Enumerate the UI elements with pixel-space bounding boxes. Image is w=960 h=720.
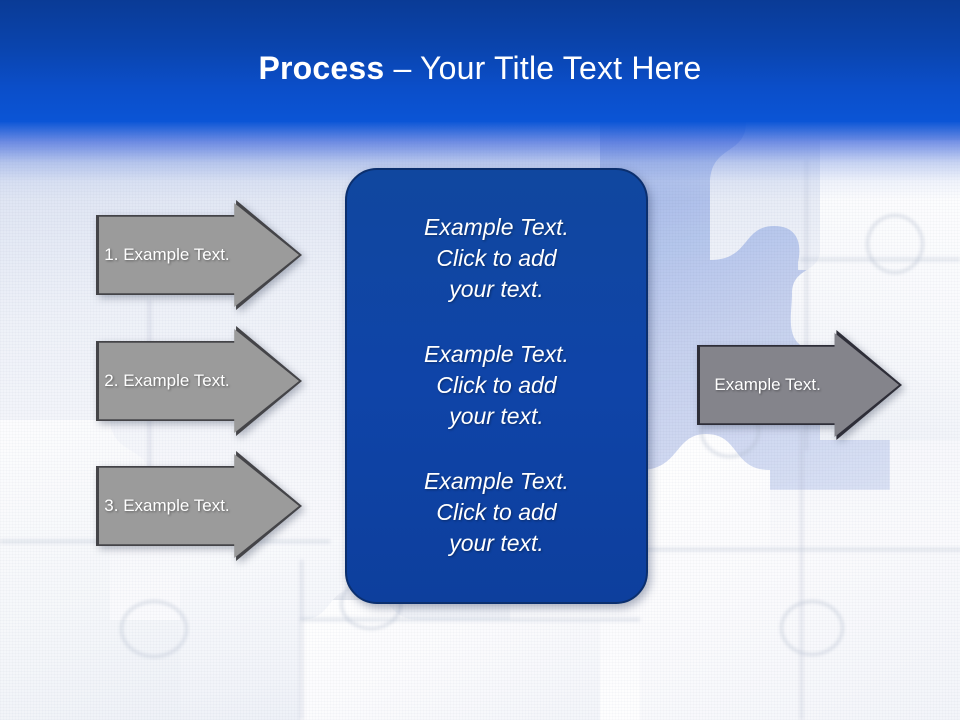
puzzle-seam-4 bbox=[300, 618, 640, 621]
input-arrow-2-label: 2. Example Text. bbox=[104, 371, 230, 390]
puzzle-seam-3 bbox=[300, 560, 303, 720]
input-arrow-2[interactable]: 2. Example Text. bbox=[96, 326, 302, 436]
input-arrow-3-label: 3. Example Text. bbox=[104, 496, 230, 515]
puzzle-knob-5 bbox=[780, 600, 844, 656]
puzzle-seam-8 bbox=[640, 548, 960, 551]
puzzle-seam-5 bbox=[805, 160, 808, 450]
center-box-paragraph-1: Example Text. Click to add your text. bbox=[424, 213, 569, 302]
puzzle-seam-7 bbox=[800, 430, 803, 720]
output-arrow[interactable]: Example Text. bbox=[697, 330, 902, 440]
puzzle-knob-4 bbox=[866, 214, 924, 274]
header-band bbox=[0, 0, 960, 122]
process-center-box[interactable]: Example Text. Click to add your text. Ex… bbox=[345, 168, 648, 604]
page-title-rest: – Your Title Text Here bbox=[384, 50, 702, 86]
center-box-paragraph-2: Example Text. Click to add your text. bbox=[424, 340, 569, 429]
input-arrow-1[interactable]: 1. Example Text. bbox=[96, 200, 302, 310]
center-box-paragraph-3: Example Text. Click to add your text. bbox=[424, 467, 569, 556]
output-arrow-label: Example Text. bbox=[714, 375, 821, 394]
input-arrow-3[interactable]: 3. Example Text. bbox=[96, 451, 302, 561]
puzzle-knob-1 bbox=[120, 600, 188, 658]
page-title-strong: Process bbox=[258, 50, 385, 86]
page-title: Process – Your Title Text Here bbox=[0, 48, 960, 88]
input-arrow-1-label: 1. Example Text. bbox=[104, 245, 230, 264]
